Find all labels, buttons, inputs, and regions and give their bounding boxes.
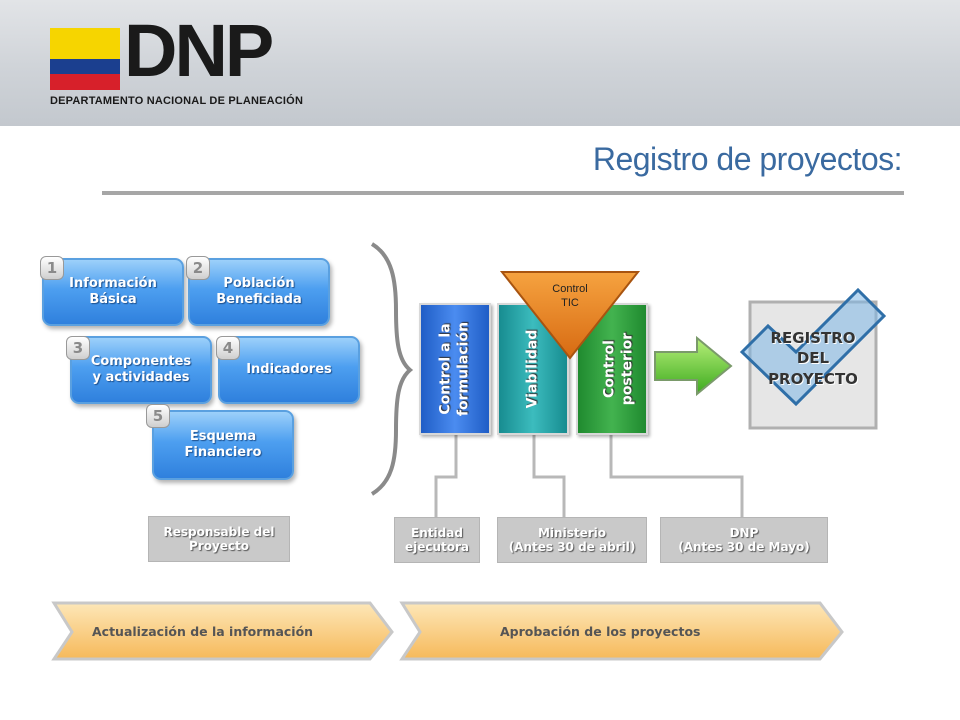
component-componentes-actividades: Componentes y actividades [70,336,212,404]
curly-brace [370,242,414,496]
control-tic-label: Control TIC [552,283,588,309]
title-divider [102,191,904,195]
responsible-dnp: DNP (Antes 30 de Mayo) [660,517,828,563]
page-title: Registro de proyectos: [592,141,903,177]
component-number-3: 3 [66,336,90,360]
phase-actualizacion-label: Actualización de la información [92,624,314,639]
dnp-logo-text: DNP [124,9,274,92]
responsible-ministerio: Ministerio (Antes 30 de abril) [497,517,647,563]
phase-arrow-2-shape [399,601,844,661]
check-mark-icon [739,287,887,407]
green-arrow-icon [654,335,733,397]
responsible-entidad-ejecutora: Entidad ejecutora [394,517,480,563]
component-informacion-basica: Información Básica [42,258,184,326]
colombia-flag-logo [50,28,120,90]
connector-entidad [434,433,458,520]
connector-dnp [609,433,744,517]
dnp-logo-subtitle: DEPARTAMENTO NACIONAL DE PLANEACIÓN [50,95,304,107]
phase-arrow-1-shape [51,601,394,661]
component-number-2: 2 [186,256,210,280]
registro-proyecto-label: REGISTRO DEL PROYECTO [768,329,858,388]
component-number-1: 1 [40,256,64,280]
connector-ministerio [532,433,566,517]
component-esquema-financiero: Esquema Financiero [152,410,294,480]
column-control-formulacion: Control a la formulación [419,303,491,435]
header-banner: DNP DEPARTAMENTO NACIONAL DE PLANEACIÓN [0,0,960,126]
component-indicadores: Indicadores [218,336,360,404]
component-poblacion-beneficiada: Población Beneficiada [188,258,330,326]
component-number-4: 4 [216,336,240,360]
phase-aprobacion-label: Aprobación de los proyectos [500,624,701,639]
component-number-5: 5 [146,404,170,428]
responsible-proyecto: Responsable del Proyecto [148,516,290,562]
